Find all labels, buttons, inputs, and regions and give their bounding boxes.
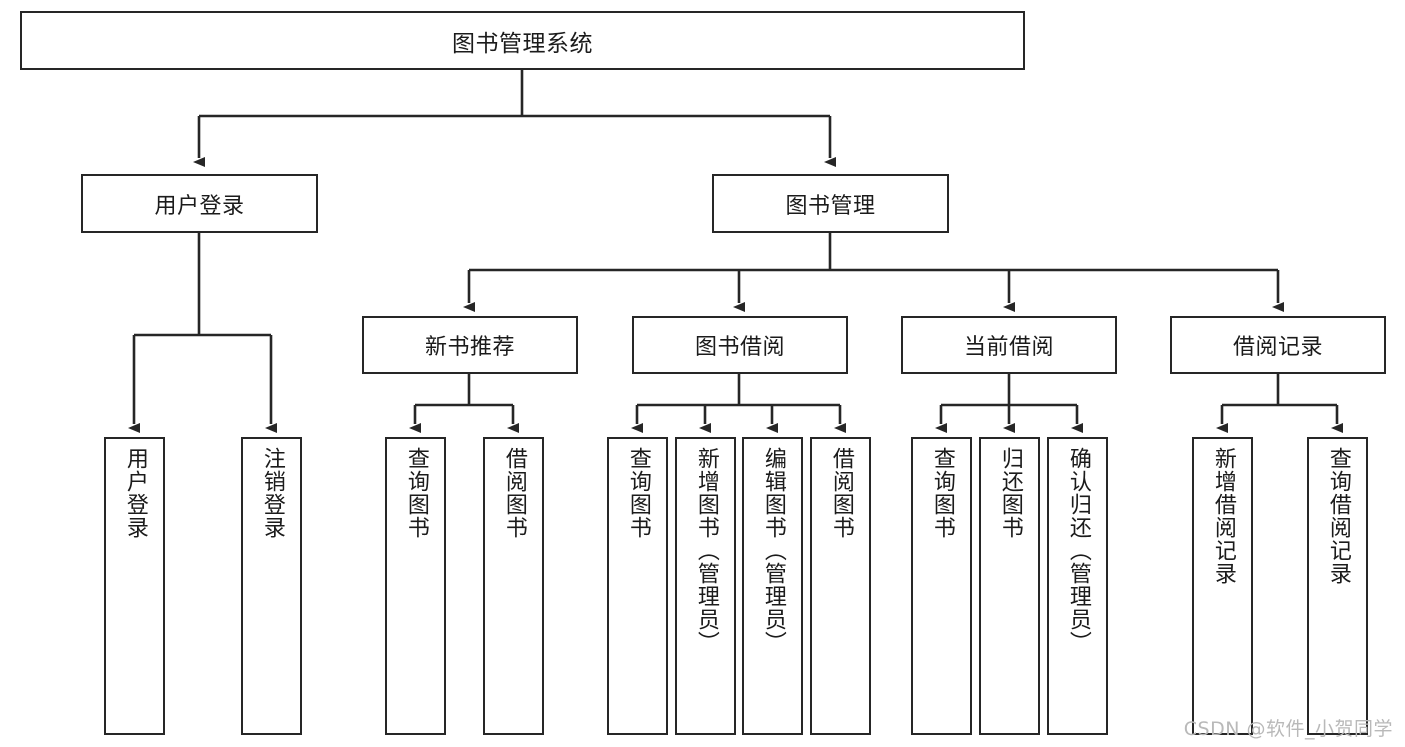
node-leaf-query-book-3-label: 查询图书 xyxy=(929,447,955,539)
node-borrow-record-label: 借阅记录 xyxy=(1232,335,1323,360)
node-leaf-query-book-3[interactable]: 查询图书 xyxy=(911,437,972,735)
node-leaf-add-book[interactable]: 新增图书（管理员） xyxy=(675,437,736,735)
node-leaf-return-book-label: 归还图书 xyxy=(997,447,1023,539)
node-book-management[interactable]: 图书管理 xyxy=(712,174,949,233)
watermark-text: CSDN @软件_小贺同学 xyxy=(1183,718,1393,740)
node-user-login-label: 用户登录 xyxy=(154,193,245,219)
node-leaf-confirm-return-label: 确认归还（管理员） xyxy=(1065,447,1091,654)
node-leaf-user-login[interactable]: 用户登录 xyxy=(104,437,165,735)
node-leaf-add-record-label: 新增借阅记录 xyxy=(1210,447,1236,585)
node-leaf-user-login-label: 用户登录 xyxy=(122,447,148,539)
node-current-borrow-label: 当前借阅 xyxy=(963,335,1054,360)
node-leaf-return-book[interactable]: 归还图书 xyxy=(979,437,1040,735)
node-leaf-query-book-1-label: 查询图书 xyxy=(403,447,429,539)
node-leaf-logout-login-label: 注销登录 xyxy=(259,447,285,539)
node-leaf-query-book-2-label: 查询图书 xyxy=(625,447,651,539)
node-leaf-query-record[interactable]: 查询借阅记录 xyxy=(1307,437,1368,735)
node-borrow-record[interactable]: 借阅记录 xyxy=(1170,316,1386,374)
node-leaf-edit-book-label: 编辑图书（管理员） xyxy=(760,447,786,654)
node-root-label: 图书管理系统 xyxy=(452,30,593,57)
node-book-borrow[interactable]: 图书借阅 xyxy=(632,316,848,374)
node-leaf-query-book-1[interactable]: 查询图书 xyxy=(385,437,446,735)
node-leaf-borrow-book-2[interactable]: 借阅图书 xyxy=(810,437,871,735)
node-leaf-add-record[interactable]: 新增借阅记录 xyxy=(1192,437,1253,735)
node-book-management-label: 图书管理 xyxy=(785,193,876,219)
node-current-borrow[interactable]: 当前借阅 xyxy=(901,316,1117,374)
node-leaf-query-record-label: 查询借阅记录 xyxy=(1325,447,1351,585)
node-leaf-logout-login[interactable]: 注销登录 xyxy=(241,437,302,735)
node-new-book-recommend[interactable]: 新书推荐 xyxy=(362,316,578,374)
node-new-book-recommend-label: 新书推荐 xyxy=(424,335,515,360)
node-leaf-add-book-label: 新增图书（管理员） xyxy=(693,447,719,654)
node-leaf-confirm-return[interactable]: 确认归还（管理员） xyxy=(1047,437,1108,735)
node-root[interactable]: 图书管理系统 xyxy=(20,11,1025,70)
node-leaf-edit-book[interactable]: 编辑图书（管理员） xyxy=(742,437,803,735)
node-leaf-borrow-book-1-label: 借阅图书 xyxy=(501,447,527,539)
node-user-login[interactable]: 用户登录 xyxy=(81,174,318,233)
node-leaf-query-book-2[interactable]: 查询图书 xyxy=(607,437,668,735)
node-book-borrow-label: 图书借阅 xyxy=(694,335,785,360)
node-leaf-borrow-book-2-label: 借阅图书 xyxy=(828,447,854,539)
node-leaf-borrow-book-1[interactable]: 借阅图书 xyxy=(483,437,544,735)
